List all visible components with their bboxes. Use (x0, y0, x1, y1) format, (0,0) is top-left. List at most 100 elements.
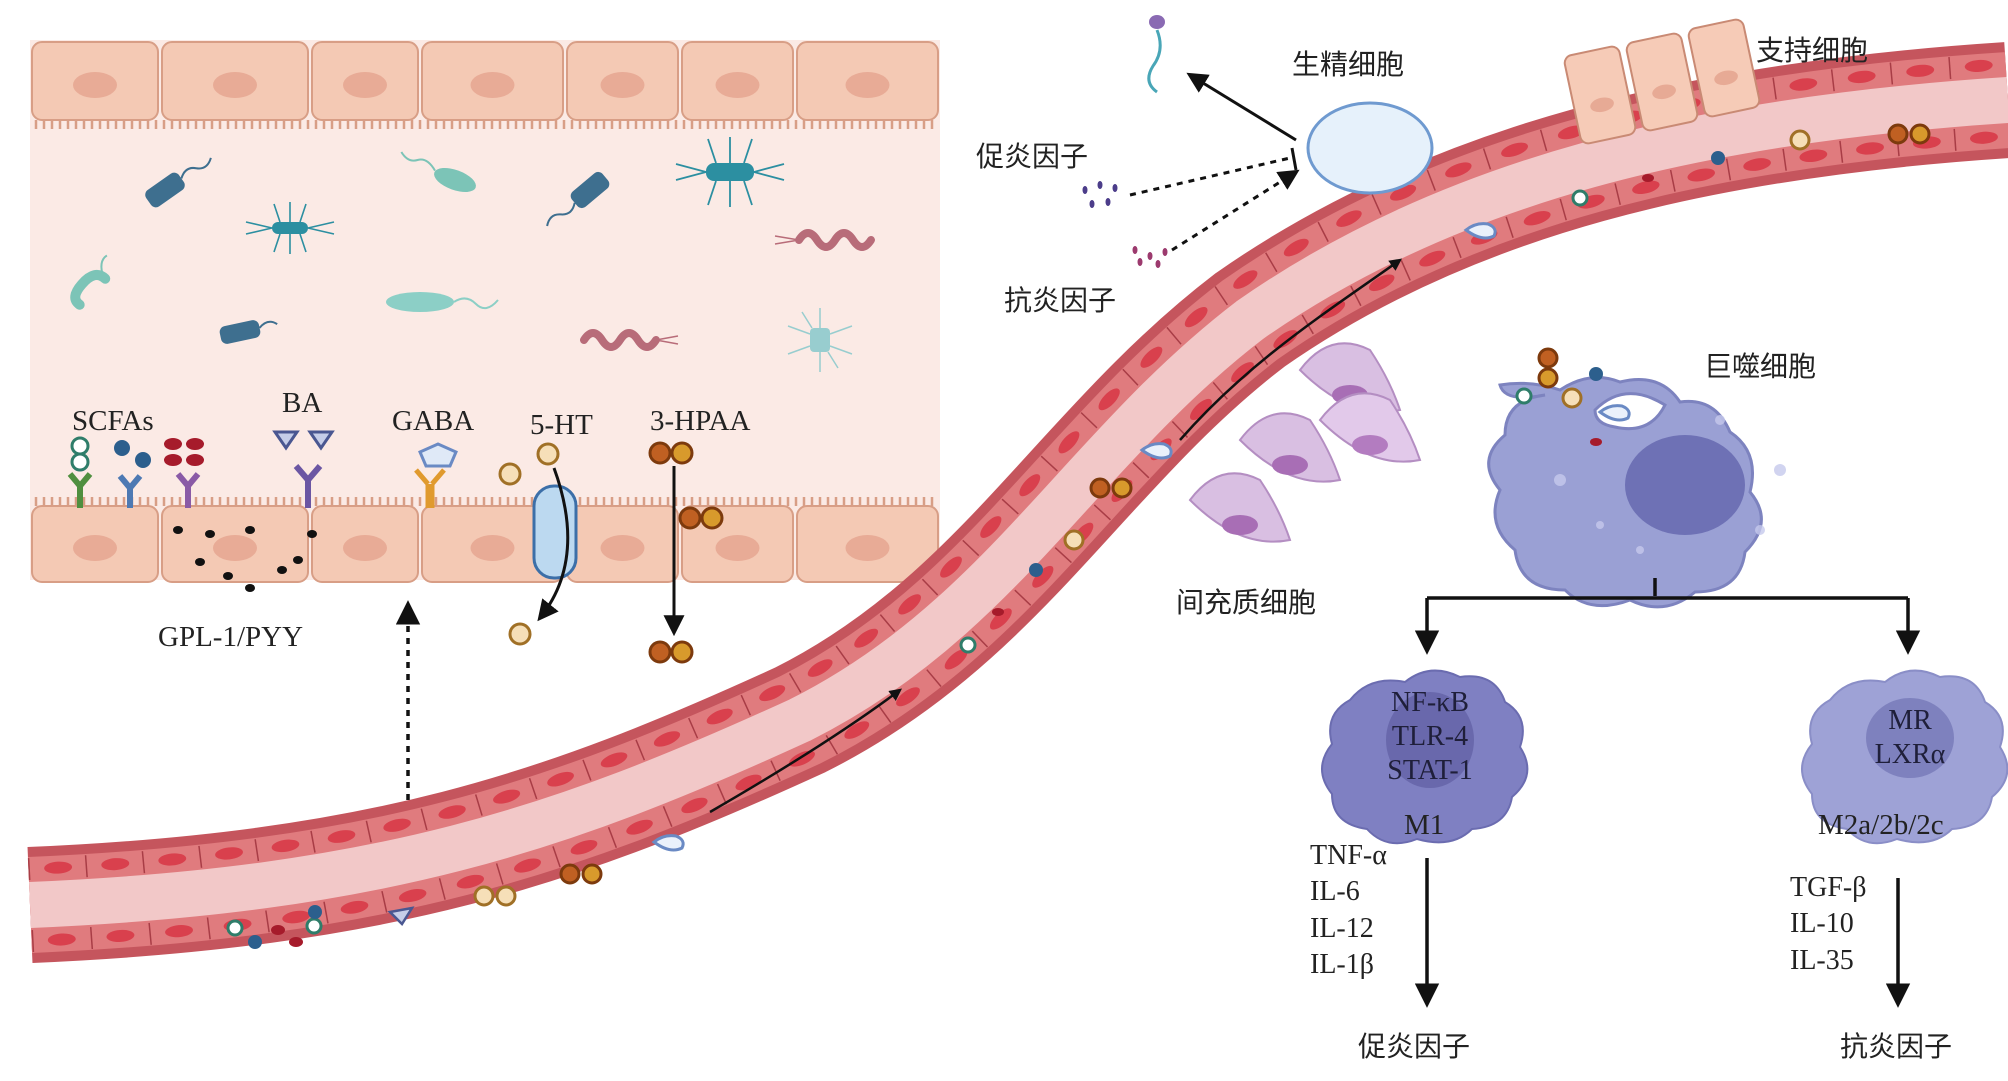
endothelial-nucleus (653, 731, 681, 747)
label-mesenchymal-cell: 间充质细胞 (1176, 586, 1317, 619)
label-macrophage: 巨噬细胞 (1704, 350, 1817, 383)
endothelial-boundary (1093, 504, 1111, 521)
endothelial-boundary (310, 830, 316, 853)
endothelial-boundary (31, 929, 35, 953)
endothelial-boundary (1782, 148, 1787, 171)
label-ba: BA (282, 387, 323, 419)
endothelial-nucleus (271, 839, 300, 853)
endothelial-boundary (1371, 194, 1382, 215)
epithelial-nucleus (213, 72, 257, 98)
endothelial-nucleus (1184, 306, 1208, 328)
endothelial-boundary (1400, 260, 1411, 281)
endothelial-boundary (84, 855, 88, 878)
endothelial-nucleus (547, 771, 574, 787)
bacterium-spiral-2 (774, 229, 875, 251)
mesenchymal-cells (1188, 342, 1422, 543)
m1-marker: STAT-1 (1387, 755, 1473, 787)
endothelial-boundary (89, 927, 94, 950)
m1-marker: NF-κB (1391, 687, 1469, 718)
endothelial-boundary (962, 539, 980, 557)
endothelial-nucleus (626, 819, 653, 835)
m1-cytokine: IL-12 (1310, 912, 1374, 944)
endothelial-boundary (420, 808, 428, 831)
endothelial-nucleus (44, 861, 73, 874)
endothelial-boundary (926, 669, 942, 687)
endothelial-boundary (1505, 216, 1514, 238)
endothelial-nucleus (47, 933, 76, 946)
endothelial-boundary (1482, 148, 1492, 170)
bacterium-comma-1 (70, 254, 111, 310)
m2-cytokine: IL-35 (1790, 944, 1854, 976)
m1-nucleus (1386, 692, 1474, 788)
endothelial-nucleus (1789, 78, 1818, 91)
endothelial-boundary (1539, 129, 1548, 152)
endothelial-nucleus (1632, 180, 1660, 195)
endothelial-boundary (141, 851, 146, 874)
spermatogenic-cell (1306, 101, 1434, 195)
endothelial-boundary (1132, 462, 1150, 479)
epithelial-nucleus (715, 72, 760, 98)
label-spermatogenic-cell: 生精细胞 (1292, 48, 1405, 81)
endothelial-boundary (474, 794, 483, 816)
endothelial-boundary (1772, 77, 1777, 100)
endothelial-nucleus (788, 750, 815, 767)
endothelial-boundary (495, 863, 504, 885)
endothelial-nucleus (944, 649, 968, 670)
endothelial-boundary (788, 672, 802, 693)
endothelial-nucleus (398, 888, 427, 903)
epithelial-nucleus (715, 535, 760, 561)
endothelial-boundary (740, 694, 752, 716)
endothelial-boundary (1014, 589, 1032, 606)
endothelial-boundary (1040, 455, 1058, 472)
endothelial-boundary (582, 759, 592, 781)
endothelial-nucleus (940, 556, 962, 578)
label-gaba: GABA (392, 405, 475, 437)
endothelial-boundary (1054, 547, 1072, 564)
label-sertoli-cell: 支持细胞 (1756, 34, 1869, 67)
endothelial-nucleus (1799, 149, 1828, 163)
microvilli (34, 120, 934, 129)
endothelial-boundary (1948, 57, 1952, 80)
endothelial-nucleus (807, 659, 833, 677)
label-pro-inflammatory-factor: 促炎因子 (976, 140, 1089, 173)
endothelial-nucleus (493, 789, 521, 804)
endothelial-boundary (265, 910, 270, 933)
flow-arrow-1 (709, 688, 903, 814)
endothelial-nucleus (514, 858, 542, 873)
endothelial-boundary (1080, 412, 1098, 429)
endothelial-boundary (770, 760, 781, 781)
sertoli-cells (1563, 18, 1761, 145)
gpl1-pyy-granules (173, 526, 317, 592)
label-m2: M2a/2b/2c (1818, 809, 1944, 841)
endothelial-boundary (1122, 368, 1139, 386)
endothelial-nucleus (600, 752, 628, 768)
blood-vessel (27, 42, 2008, 963)
endothelial-nucleus (165, 925, 193, 938)
5ht-transport (498, 442, 578, 646)
endothelial-nucleus (1273, 330, 1298, 349)
endothelial-nucleus (1283, 238, 1309, 257)
bacterium-flagellated-3 (787, 308, 853, 372)
endothelial-boundary (365, 820, 372, 843)
endothelial-boundary (662, 806, 673, 827)
endothelial-boundary (1614, 183, 1621, 205)
endothelial-nucleus (456, 874, 484, 889)
endothelial-boundary (1254, 345, 1269, 366)
pro-factor-dots (1082, 181, 1118, 208)
endothelial-nucleus (1140, 346, 1163, 368)
endothelial-nucleus (101, 858, 130, 871)
bacterium-spirillum-1 (400, 151, 476, 193)
endothelial-boundary (879, 614, 896, 632)
endothelial-nucleus (1856, 142, 1884, 155)
endothelial-nucleus (1098, 388, 1120, 411)
m2-cytokine: TGF-β (1790, 872, 1867, 903)
bacterium-spiral-1 (580, 329, 679, 351)
endothelial-boundary (835, 645, 850, 665)
endothelial-boundary (971, 630, 989, 648)
intestine-lumen-bg (30, 40, 940, 580)
endothelial-nucleus (1058, 431, 1080, 454)
endothelial-boundary (877, 704, 892, 724)
endothelial-nucleus (706, 708, 733, 725)
inhibit-bar (1290, 147, 1298, 171)
